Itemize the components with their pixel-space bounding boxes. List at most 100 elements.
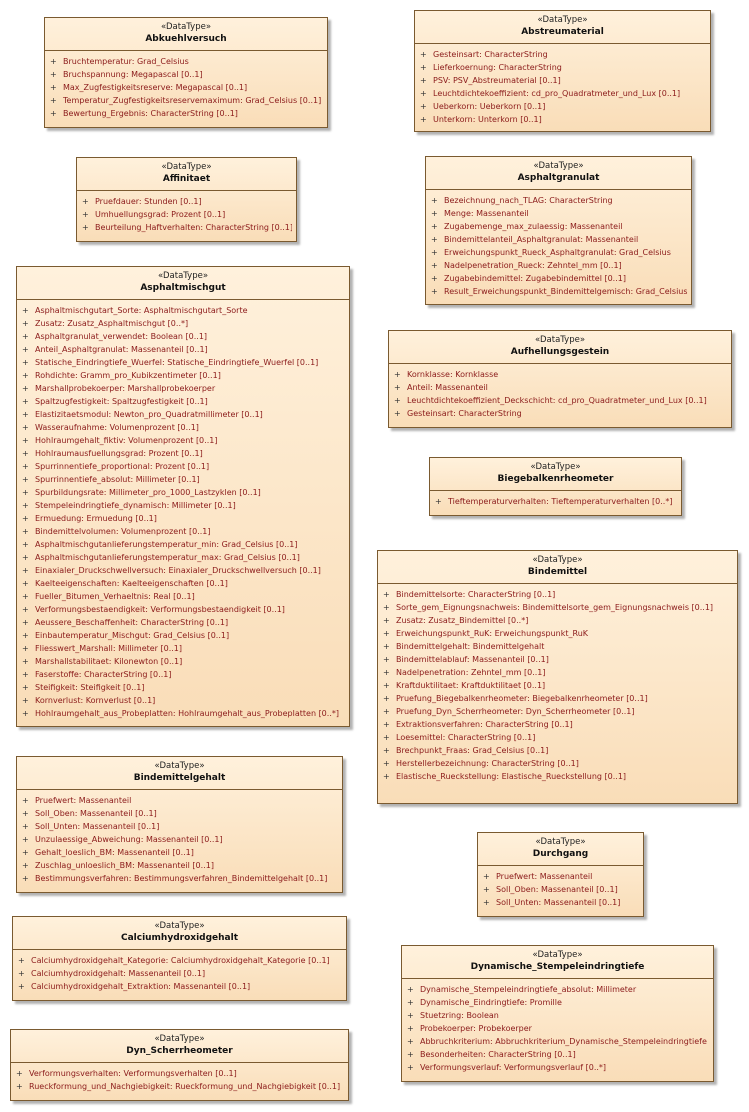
attribute: +Abbruchkriterium: Abbruchkriterium_Dyna… [407,1037,707,1046]
attribute: +Gehalt_loeslich_BM: Massenanteil [0..1] [22,848,194,857]
attribute: +Zugabemenge_max_zulaessig: Massenanteil [431,222,623,231]
attribute-list: +Tieftemperaturverhalten: Tieftemperatur… [430,491,681,511]
attribute: +Soll_Oben: Massenanteil [0..1] [22,809,157,818]
attribute: +Asphaltmischgutanlieferungstemperatur_m… [22,540,298,549]
class-durchgang[interactable]: «DataType» Durchgang +Pruefwert: Massena… [477,832,644,917]
attribute: +Soll_Oben: Massenanteil [0..1] [483,885,618,894]
stereotype-label: «DataType» [160,22,212,32]
attribute: +Zuschlag_unloeslich_BM: Massenanteil [0… [22,861,214,870]
attribute: +Soll_Unten: Massenanteil [0..1] [483,898,621,907]
class-dyn-scherrheometer[interactable]: «DataType» Dyn_Scherrheometer +Verformun… [10,1029,349,1101]
class-bindemittelgehalt[interactable]: «DataType» Bindemittelgehalt +Pruefwert:… [16,756,343,893]
stereotype-label: «DataType» [533,161,584,171]
attribute: +Brechpunkt_Fraas: Grad_Celsius [0..1] [383,746,549,755]
attribute: +Ermuedung: Ermuedung [0..1] [22,514,157,523]
attribute: +Soll_Unten: Massenanteil [0..1] [22,822,160,831]
attribute: +Anteil: Massenanteil [394,383,488,392]
attribute: +Bruchspannung: Megapascal [0..1] [50,70,203,79]
attribute: +Umhuellungsgrad: Prozent [0..1] [82,210,226,219]
class-abstreumaterial[interactable]: «DataType» Abstreumaterial +Gesteinsart:… [414,10,711,132]
class-asphaltgranulat[interactable]: «DataType» Asphaltgranulat +Bezeichnung_… [425,156,692,305]
class-header: «DataType» Bindemittel [378,551,737,584]
class-header: «DataType» Biegebalkenrheometer [430,458,681,491]
attribute: +Zusatz: Zusatz_Bindemittel [0..*] [383,616,529,625]
class-header: «DataType» Dynamische_Stempeleindringtie… [402,946,713,979]
attribute: +Asphaltmischgutanlieferungstemperatur_m… [22,553,300,562]
attribute-list: +Pruefwert: Massenanteil +Soll_Oben: Mas… [17,790,342,888]
attribute: +Loesemittel: CharacterString [0..1] [383,733,536,742]
attribute: +Einbautemperatur_Mischgut: Grad_Celsius… [22,631,230,640]
attribute-list: +Dynamische_Stempeleindringtiefe_absolut… [402,979,713,1077]
class-affinitaet[interactable]: «DataType» Affinitaet +Pruefdauer: Stund… [76,157,297,242]
attribute: +Elastische_Rueckstellung: Elastische_Ru… [383,772,627,781]
stereotype-label: «DataType» [530,462,581,472]
attribute: +Stempeleindringtiefe_dynamisch: Millime… [22,501,236,510]
attribute: +Result_Erweichungspunkt_Bindemittelgemi… [431,287,687,296]
attribute: +Spaltzugfestigkeit: Spaltzugfestigkeit … [22,397,208,406]
attribute: +Beurteilung_Haftverhalten: CharacterStr… [82,223,292,232]
attribute: +Leuchtdichtekoeffizient: cd_pro_Quadrat… [420,89,681,98]
attribute: +Verformungsverlauf: Verformungsverlauf … [407,1063,607,1072]
attribute: +Verformungsbestaendigkeit: Verformungsb… [22,605,285,614]
attribute: +Pruefwert: Massenanteil [483,872,593,881]
class-header: «DataType» Bindemittelgehalt [17,757,342,790]
class-bindemittel[interactable]: «DataType» Bindemittel +Bindemittelsorte… [377,550,738,804]
attribute: +Spurrinnentiefe_absolut: Millimeter [0.… [22,475,200,484]
attribute: +Kornverlust: Kornverlust [0..1] [22,696,156,705]
class-dynamische-stempeleindringtiefe[interactable]: «DataType» Dynamische_Stempeleindringtie… [401,945,714,1082]
attribute: +Rohdichte: Gramm_pro_Kubikzentimeter [0… [22,371,221,380]
class-header: «DataType» Aufhellungsgestein [389,331,731,364]
attribute: +Dynamische_Stempeleindringtiefe_absolut… [407,985,637,994]
attribute: +Fueller_Bitumen_Verhaeltnis: Real [0..1… [22,592,195,601]
attribute: +Hohlraumgehalt_aus_Probeplatten: Hohlra… [22,709,339,718]
class-name: Calciumhydroxidgehalt [120,933,239,943]
class-biegebalkenrheometer[interactable]: «DataType» Biegebalkenrheometer +Tieftem… [429,457,682,516]
class-name: Abkuehlversuch [145,34,227,44]
attribute: +Kornklasse: Kornklasse [394,370,499,379]
class-asphaltmischgut[interactable]: «DataType» Asphaltmischgut +Asphaltmisch… [16,266,350,727]
class-name: Aufhellungsgestein [510,347,610,357]
class-header: «DataType» Abstreumaterial [415,11,710,44]
attribute: +Kraftduktilitaet: Kraftduktilitaet [0..… [383,681,546,690]
stereotype-label: «DataType» [535,837,586,847]
attribute-list: +Pruefdauer: Stunden [0..1] +Umhuellungs… [77,191,296,237]
attribute-list: +Asphaltmischgutart_Sorte: Asphaltmischg… [17,300,349,723]
attribute: +Pruefung_Dyn_Scherrheometer: Dyn_Scherr… [383,707,635,716]
class-name: Bindemittel [527,567,588,577]
attribute: +Statische_Eindringtiefe_Wuerfel: Statis… [22,358,319,367]
attribute: +Zugabebindemittel: Zugabebindemittel [0… [431,274,626,283]
attribute: +Einaxialer_Druckschwellversuch: Einaxia… [22,566,321,575]
attribute: +Rueckformung_und_Nachgiebigkeit: Rueckf… [16,1082,341,1091]
class-calciumhydroxidgehalt[interactable]: «DataType» Calciumhydroxidgehalt +Calciu… [12,916,347,1001]
attribute: +Elastizitaetsmodul: Newton_pro_Quadratm… [22,410,263,419]
attribute: +Calciumhydroxidgehalt_Kategorie: Calciu… [18,956,330,965]
attribute: +Spurrinnentiefe_proportional: Prozent [… [22,462,210,471]
attribute: +Marshallstabilitaet: Kilonewton [0..1] [22,657,183,666]
attribute: +Stuetzring: Boolean [407,1011,499,1020]
stereotype-label: «DataType» [532,950,583,960]
attribute: +Temperatur_Zugfestigkeitsreservemaximum… [50,96,322,105]
attribute: +Calciumhydroxidgehalt: Massenanteil [0.… [18,969,206,978]
attribute: +Bewertung_Ergebnis: CharacterString [0.… [50,109,238,118]
stereotype-label: «DataType» [534,335,586,345]
attribute: +Calciumhydroxidgehalt_Extraktion: Masse… [18,982,251,991]
attribute: +Faserstoffe: CharacterString [0..1] [22,670,172,679]
attribute: +Ueberkorn: Ueberkorn [0..1] [420,102,546,111]
attribute: +Hohlraumgehalt_fiktiv: Volumenprozent [… [22,436,218,445]
attribute: +Erweichungspunkt_RuK: Erweichungspunkt_… [383,629,589,638]
attribute: +Bindemittelablauf: Massenanteil [0..1] [383,655,549,664]
attribute: +Extraktionsverfahren: CharacterString [… [383,720,573,729]
attribute: +Bindemittelsorte: CharacterString [0..1… [383,590,556,599]
stereotype-label: «DataType» [154,921,205,931]
attribute-list: +Gesteinsart: CharacterString +Lieferkoe… [415,44,710,129]
attribute: +Nadelpenetration: Zehntel_mm [0..1] [383,668,546,677]
class-name: Durchgang [532,849,589,859]
class-abkuehlversuch[interactable]: «DataType» Abkuehlversuch +Bruchtemperat… [44,17,328,128]
attribute: +Erweichungspunkt_Rueck_Asphaltgranulat:… [431,248,671,257]
attribute: +Dynamische_Eindringtiefe: Promille [407,998,562,1007]
attribute: +Leuchtdichtekoeffizient_Deckschicht: cd… [394,396,707,405]
attribute: +Gesteinsart: CharacterString [420,50,548,59]
class-header: «DataType» Asphaltmischgut [17,267,349,300]
stereotype-label: «DataType» [161,162,212,172]
class-aufhellungsgestein[interactable]: «DataType» Aufhellungsgestein +Kornklass… [388,330,732,428]
